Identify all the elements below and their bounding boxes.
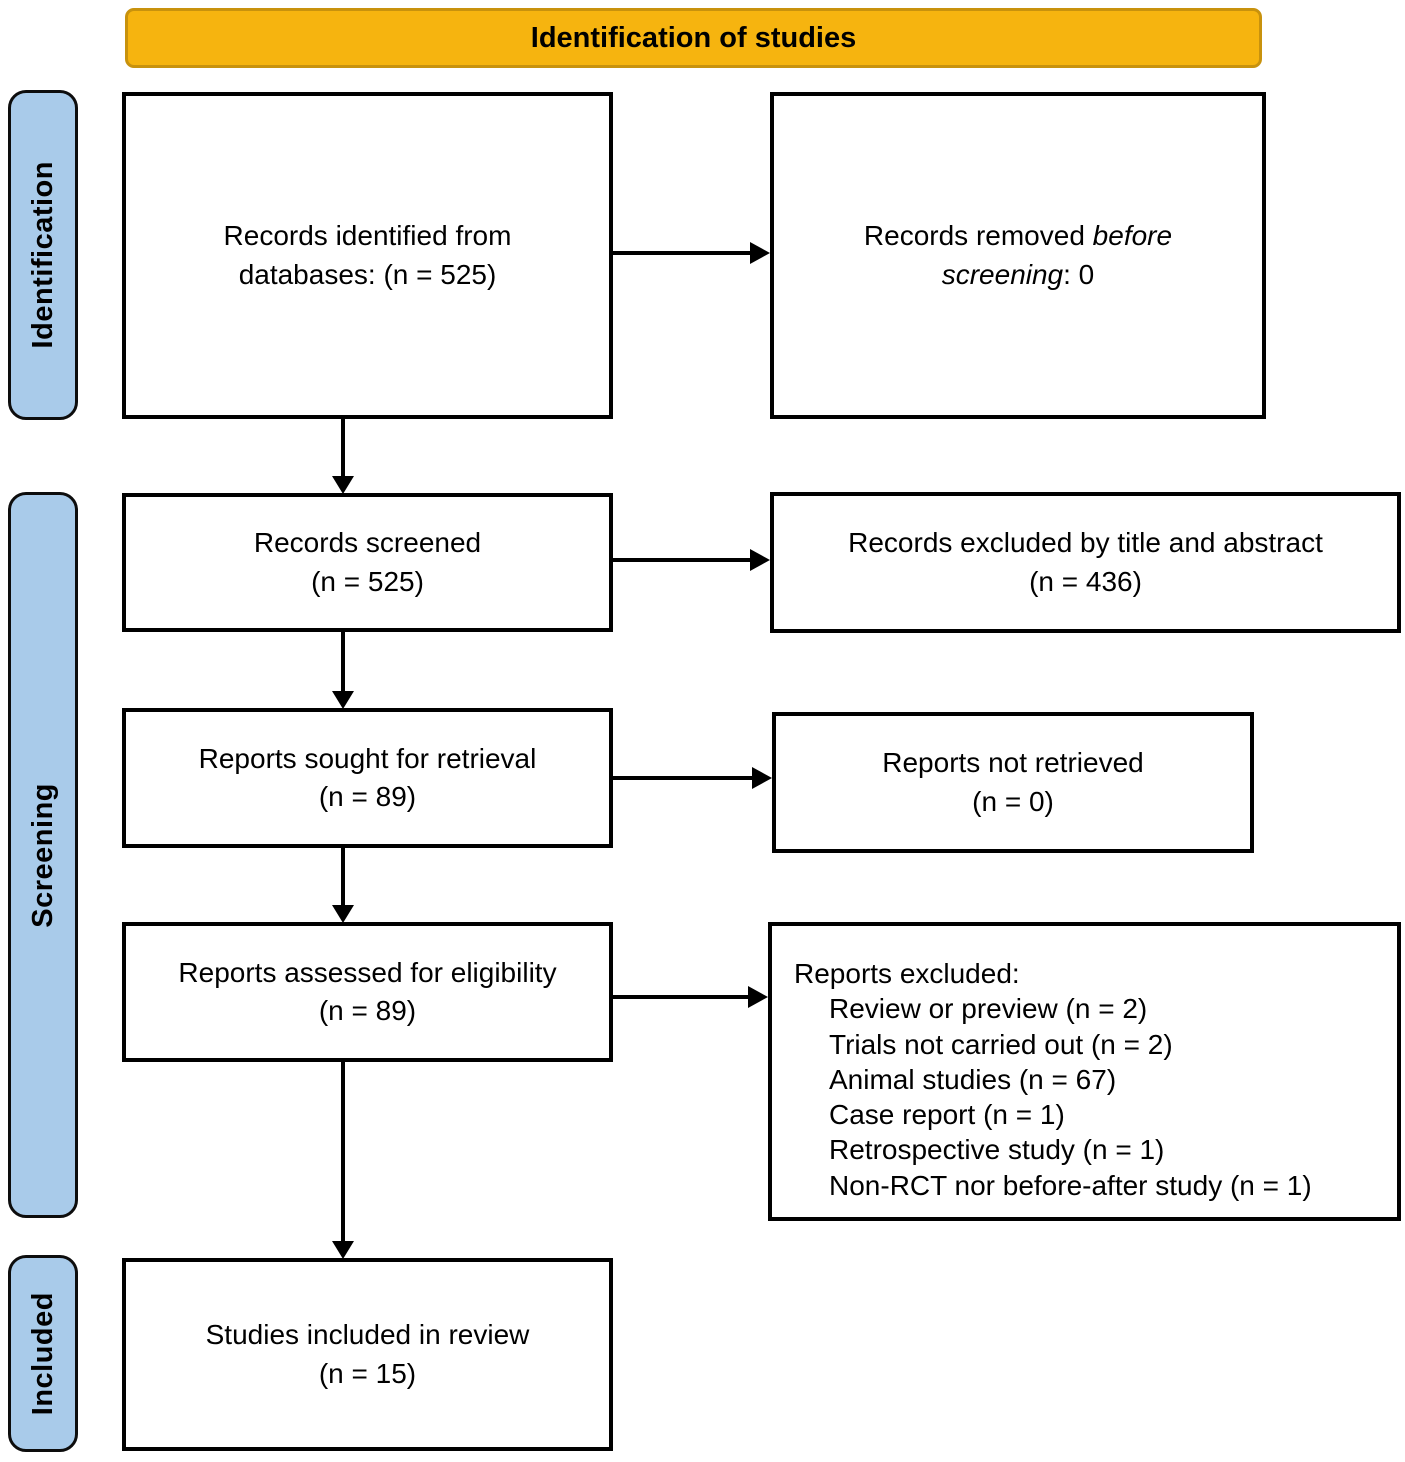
stage-label-identification: Identification bbox=[8, 90, 78, 420]
stage-label-screening: Screening bbox=[8, 492, 78, 1218]
reports-excluded-item: Case report (n = 1) bbox=[829, 1099, 1065, 1131]
arrow-right-sought-to-not-retrieved bbox=[613, 776, 752, 780]
box-reports-not-retrieved: Reports not retrieved (n = 0) bbox=[772, 712, 1254, 853]
stage-label-identification-text: Identification bbox=[26, 161, 59, 349]
box-reports-not-retrieved-line1: Reports not retrieved bbox=[882, 747, 1144, 779]
arrow-right-assessed-to-excluded-list bbox=[613, 995, 748, 999]
box-studies-included-line2: (n = 15) bbox=[318, 1357, 417, 1389]
box-records-removed: Records removed before screening: 0 bbox=[770, 92, 1266, 419]
banner-label: Identification of studies bbox=[530, 21, 857, 54]
box-reports-sought-line1: Reports sought for retrieval bbox=[198, 742, 537, 774]
box-reports-not-retrieved-line2: (n = 0) bbox=[972, 785, 1054, 817]
box-records-excluded-line2: (n = 436) bbox=[1029, 565, 1142, 597]
box-records-removed-text: Records removed before screening: 0 bbox=[798, 217, 1238, 293]
box-records-screened-line2: (n = 525) bbox=[311, 565, 424, 597]
arrow-down-identified-to-screened bbox=[341, 419, 345, 476]
box-records-excluded-line1: Records excluded by title and abstract bbox=[848, 527, 1323, 559]
box-reports-assessed-line2: (n = 89) bbox=[318, 995, 417, 1026]
box-records-identified-line2: databases: (n = 525) bbox=[238, 258, 497, 290]
reports-excluded-item: Non-RCT nor before-after study (n = 1) bbox=[829, 1169, 1312, 1201]
reports-excluded-title: Reports excluded: bbox=[794, 958, 1020, 989]
box-records-excluded-title-abstract: Records excluded by title and abstract (… bbox=[770, 492, 1401, 633]
reports-excluded-item: Review or preview (n = 2) bbox=[829, 993, 1148, 1025]
box-reports-excluded-list: Reports excluded: Review or preview (n =… bbox=[768, 922, 1401, 1221]
banner-identification-of-studies: Identification of studies bbox=[125, 8, 1262, 68]
records-removed-suffix: : 0 bbox=[1063, 258, 1095, 290]
arrow-right-screened-to-excluded bbox=[613, 558, 750, 562]
box-reports-assessed-line1: Reports assessed for eligibility bbox=[178, 956, 557, 988]
box-studies-included: Studies included in review (n = 15) bbox=[122, 1258, 613, 1451]
arrow-down-screened-to-sought bbox=[341, 632, 345, 691]
records-removed-italic: before screening bbox=[941, 220, 1173, 290]
records-removed-prefix: Records removed bbox=[863, 220, 1093, 252]
box-reports-sought: Reports sought for retrieval (n = 89) bbox=[122, 708, 613, 848]
arrow-right-identified-to-removed bbox=[613, 251, 750, 255]
box-records-screened-line1: Records screened bbox=[253, 527, 482, 559]
stage-label-screening-text: Screening bbox=[26, 782, 59, 928]
box-reports-sought-line2: (n = 89) bbox=[318, 781, 417, 812]
box-studies-included-line1: Studies included in review bbox=[205, 1319, 530, 1351]
stage-label-included-text: Included bbox=[26, 1291, 59, 1416]
box-records-identified: Records identified from databases: (n = … bbox=[122, 92, 613, 419]
reports-excluded-item: Animal studies (n = 67) bbox=[829, 1063, 1117, 1095]
reports-excluded-item: Trials not carried out (n = 2) bbox=[829, 1028, 1173, 1060]
box-reports-assessed: Reports assessed for eligibility (n = 89… bbox=[122, 922, 613, 1062]
arrow-down-assessed-to-included bbox=[341, 1062, 345, 1241]
reports-excluded-item: Retrospective study (n = 1) bbox=[829, 1134, 1165, 1166]
arrow-down-sought-to-assessed bbox=[341, 848, 345, 905]
box-records-screened: Records screened (n = 525) bbox=[122, 493, 613, 632]
stage-label-included: Included bbox=[8, 1255, 78, 1452]
box-records-identified-line1: Records identified from bbox=[223, 220, 512, 252]
